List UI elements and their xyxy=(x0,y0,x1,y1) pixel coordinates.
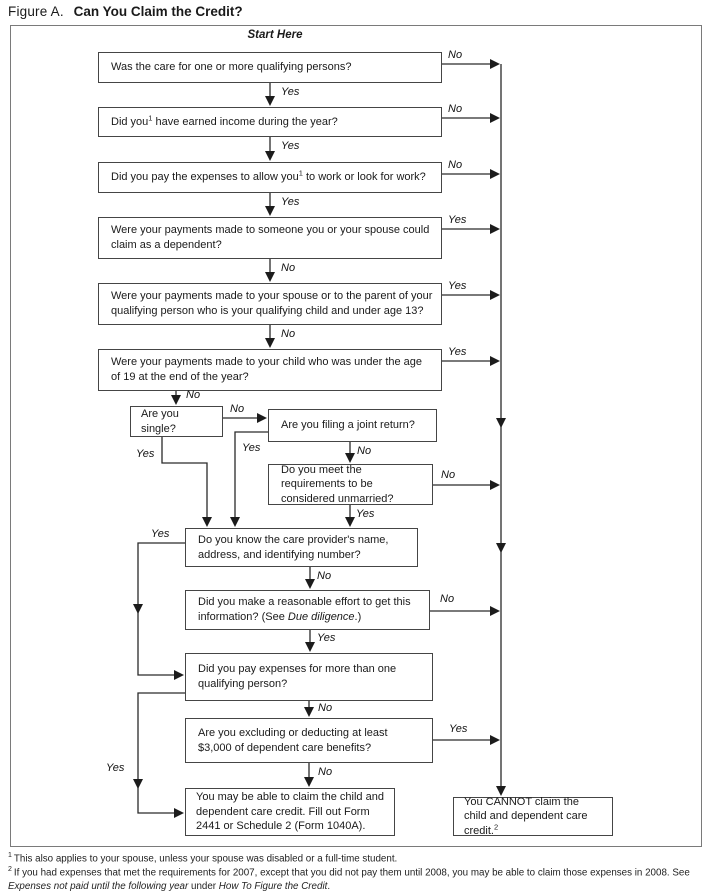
flow-box-child-under-19: Were your payments made to your child wh… xyxy=(98,349,442,391)
edge-label-no: No xyxy=(357,445,372,457)
edge-label-no: No xyxy=(318,766,333,778)
edge-label-no: No xyxy=(281,328,296,340)
edge-label-yes: Yes xyxy=(448,214,467,226)
box-text: Were your payments made to someone you o… xyxy=(111,224,430,251)
figure-name: Can You Claim the Credit? xyxy=(73,4,243,19)
edge-label-no: No xyxy=(230,403,245,415)
edge-label-yes: Yes xyxy=(317,632,336,644)
box-text: Do you meet the requirements to be consi… xyxy=(281,463,394,505)
flow-box-spouse-or-parent: Were your payments made to your spouse o… xyxy=(98,283,442,325)
flow-box-provider-info: Do you know the care provider's name, ad… xyxy=(185,528,418,567)
edge-label-yes: Yes xyxy=(281,196,300,208)
edge-label-yes: Yes xyxy=(448,346,467,358)
superscript-2: 2 xyxy=(493,822,499,832)
flow-box-claim-as-dependent: Were your payments made to someone you o… xyxy=(98,217,442,259)
figure-title: Figure A. Can You Claim the Credit? xyxy=(8,4,243,19)
edge-label-no: No xyxy=(281,262,296,274)
box-text: Was the care for one or more qualifying … xyxy=(111,61,352,74)
connector-arrowheads xyxy=(133,59,506,818)
start-here-label: Start Here xyxy=(247,29,303,41)
flow-box-qualifying-persons: Was the care for one or more qualifying … xyxy=(98,52,442,83)
italic-reference-1: Expenses not paid until the following ye… xyxy=(8,881,189,893)
flow-box-dependent-care-benefits: Are you excluding or deducting at least … xyxy=(185,718,433,763)
edge-label-yes: Yes xyxy=(356,508,375,520)
footnote-1-text: This also applies to your spouse, unless… xyxy=(13,853,398,865)
edge-label-yes: Yes xyxy=(106,762,125,774)
footnote-2-marker: 2 xyxy=(8,866,12,873)
box-text: Did you pay the expenses to allow you1 t… xyxy=(111,168,426,184)
box-text: You may be able to claim the child and d… xyxy=(196,791,384,833)
edge-label-no: No xyxy=(448,49,463,61)
flow-box-are-you-single: Are you single? xyxy=(130,406,223,437)
box-text: Do you know the care provider's name, ad… xyxy=(198,533,389,561)
box-text: Were your payments made to your spouse o… xyxy=(111,290,433,317)
italic-reference-2: How To Figure the Credit xyxy=(218,881,328,893)
flow-box-earned-income: Did you1 have earned income during the y… xyxy=(98,107,442,137)
edge-label-yes: Yes xyxy=(151,528,170,540)
superscript-1: 1 xyxy=(148,113,153,123)
box-text: Are you single? xyxy=(141,407,179,435)
box-text: Are you filing a joint return? xyxy=(281,419,415,432)
edge-label-no: No xyxy=(440,593,455,605)
box-text: Did you make a reasonable effort to get … xyxy=(198,596,411,623)
edge-label-yes: Yes xyxy=(136,448,155,460)
flow-box-expenses-to-work: Did you pay the expenses to allow you1 t… xyxy=(98,162,442,193)
box-text: You CANNOT claim the child and dependent… xyxy=(464,795,588,837)
edge-label-no: No xyxy=(186,389,201,401)
box-text: Were your payments made to your child wh… xyxy=(111,356,423,383)
flow-box-multiple-persons: Did you pay expenses for more than one q… xyxy=(185,653,433,701)
edge-label-no: No xyxy=(318,702,333,714)
flow-box-result-cannot-claim: You CANNOT claim the child and dependent… xyxy=(453,795,613,837)
edge-label-no: No xyxy=(441,469,456,481)
flow-box-result-may-claim: You may be able to claim the child and d… xyxy=(185,788,395,836)
flow-box-considered-unmarried: Do you meet the requirements to be consi… xyxy=(268,464,433,505)
box-text: Did you1 have earned income during the y… xyxy=(111,113,338,128)
footnote-2-text: If you had expenses that met the require… xyxy=(8,867,690,893)
edge-label-yes: Yes xyxy=(449,723,468,735)
superscript-1: 1 xyxy=(298,168,303,178)
box-text: Are you excluding or deducting at least … xyxy=(198,726,388,754)
edge-label-no: No xyxy=(448,159,463,171)
edge-label-yes: Yes xyxy=(281,86,300,98)
edge-label-no: No xyxy=(448,103,463,115)
figure-label: Figure A. xyxy=(8,4,64,19)
flow-box-joint-return: Are you filing a joint return? xyxy=(268,409,437,442)
italic-due-diligence: Due diligence xyxy=(287,611,355,623)
edge-label-yes: Yes xyxy=(281,140,300,152)
edge-label-yes: Yes xyxy=(448,280,467,292)
box-text: Did you pay expenses for more than one q… xyxy=(198,663,397,690)
flow-box-due-diligence: Did you make a reasonable effort to get … xyxy=(185,590,430,630)
edge-label-yes: Yes xyxy=(242,442,261,454)
footnote-1-marker: 1 xyxy=(8,852,12,859)
edge-label-no: No xyxy=(317,570,332,582)
